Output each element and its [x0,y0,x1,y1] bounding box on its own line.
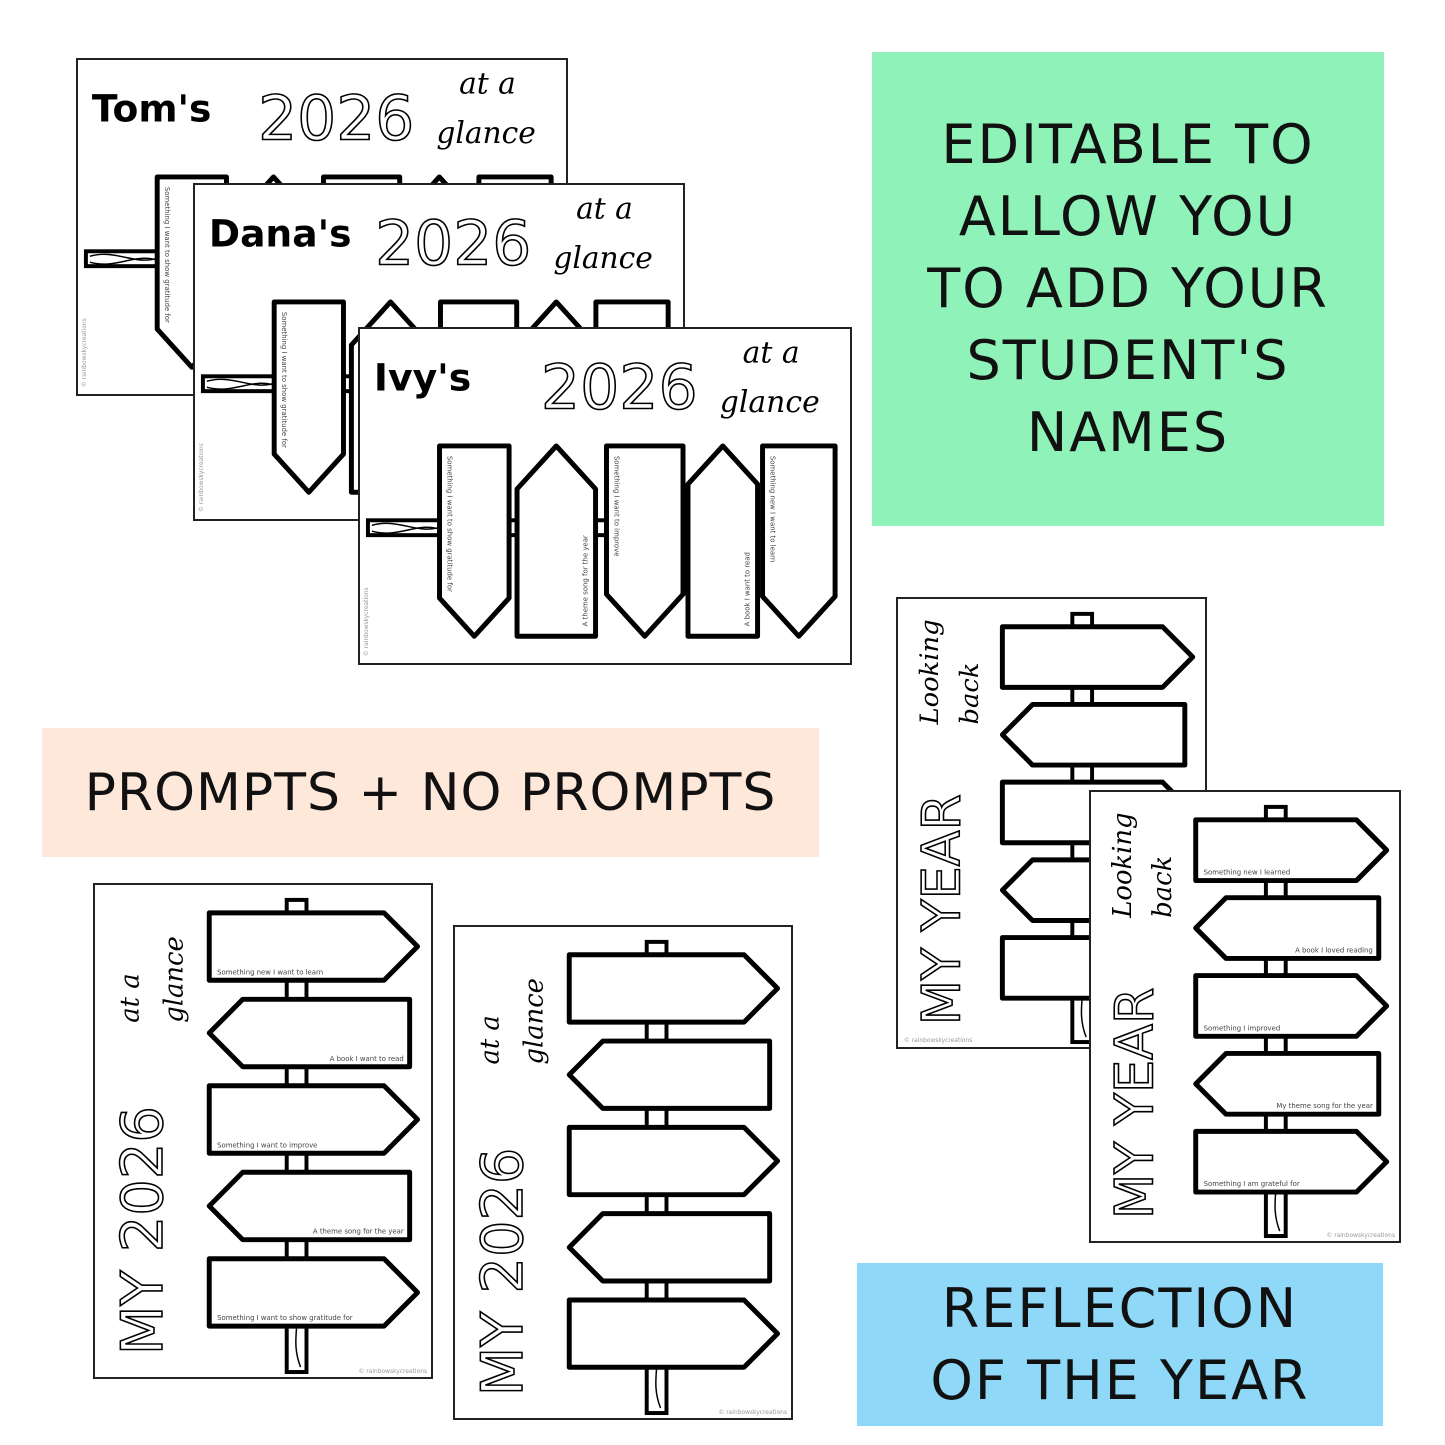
editable-line: TO ADD YOUR [927,257,1329,320]
year-title: 2026 [375,208,531,279]
sign-right [1193,817,1390,884]
sign-down [604,443,686,639]
copyright: © rainbowskycreations [904,1037,972,1044]
looking-back-prompts-worksheet: Something new I learned A book I loved re… [1089,790,1401,1243]
sign-right [566,1297,781,1370]
vertical-title: MY 2026 [109,1106,176,1355]
tagline: glance [553,241,653,276]
sign-prompt: A theme song for the year [313,1228,404,1236]
sign-prompt: Something I am grateful for [1204,1180,1300,1188]
my-year-prompts-worksheet: Something new I want to learn A book I wa… [93,883,433,1379]
reflection-banner: REFLECTION OF THE YEAR [857,1263,1383,1426]
sign-prompt: My theme song for the year [1276,1102,1373,1110]
sign-left [566,1038,773,1111]
tagline: at a [116,973,146,1022]
sheet-artwork: Something new I want to learn A book I wa… [109,897,427,1375]
vertical-title: MY YEAR [1105,987,1166,1219]
tagline: at a [459,67,516,102]
tagline: at a [476,1015,506,1064]
vertical-title: MY YEAR [911,794,972,1025]
sign-prompt: Something new I want to learn [217,968,323,976]
sign-prompt: A book I want to read [330,1055,404,1063]
sheet-artwork: Something new I learned A book I loved re… [1104,804,1395,1239]
reflection-line: REFLECTION [941,1276,1299,1340]
sign-prompt: Something I want to improve [217,1141,317,1149]
sign-left [206,996,413,1070]
sign-prompt: Something I want to improve [612,456,620,557]
my-year-blank-worksheet: MY 2026 at a glance © rainbowskycreations [453,925,793,1420]
sign-up [514,443,599,639]
sign-right [1193,1128,1390,1195]
sign-prompt: Something I want to show gratitude for [445,456,453,592]
copyright: © rainbowskycreations [1326,1232,1395,1239]
year-title: 2026 [258,83,414,154]
copyright: © rainbowskycreations [718,1409,787,1416]
reflection-line: OF THE YEAR [930,1348,1310,1412]
sheet-artwork: MY 2026 at a glance © rainbowskycreations [470,939,787,1416]
editable-line: ALLOW YOU [958,185,1298,248]
copyright: © rainbowskycreations [363,587,370,656]
sign-prompt: Something I want to show gratitude for [163,187,171,323]
sign-right [566,1124,781,1198]
editable-banner: EDITABLE TO ALLOW YOU TO ADD YOUR STUDEN… [872,52,1384,526]
copyright: © rainbowskycreations [358,1368,427,1375]
sign-left [566,1211,773,1284]
student-name: Tom's [92,86,212,130]
sign-right [206,910,421,983]
sign-right [999,624,1196,690]
sign-prompt: Something I improved [1204,1024,1281,1032]
copyright: © rainbowskycreations [198,443,205,512]
tagline: Looking [915,619,945,725]
sign-down [437,443,512,639]
sign-down [760,443,838,639]
sign-prompt: A book I want to read [744,552,752,626]
tagline: glance [519,978,549,1064]
student-name: Dana's [209,211,352,255]
year-title: 2026 [541,351,698,423]
sign-down [271,299,346,495]
tagline: glance [436,116,536,151]
sign-right [566,952,781,1025]
sign-prompt: A theme song for the year [582,535,590,626]
sign-left [1193,895,1382,961]
sign-left [206,1169,413,1243]
tagline: Looking [1108,812,1138,918]
sign-prompt: Something new I want to learn [768,456,776,562]
sign-left [999,701,1188,768]
student-name: Ivy's [374,355,471,399]
editable-line: STUDENT'S [966,329,1290,392]
editable-line: NAMES [1026,401,1230,464]
sign-prompt: Something new I learned [1204,869,1291,877]
sign-prompt: Something I want to show gratitude for [217,1314,353,1322]
prompts-banner: PROMPTS + NO PROMPTS [42,728,819,857]
tagline: back [1148,856,1178,918]
sign-right [206,1083,421,1156]
vertical-title: MY 2026 [470,1148,536,1397]
copyright: © rainbowskycreations [81,318,88,387]
sign-prompt: A book I loved reading [1295,946,1373,954]
editable-line: EDITABLE TO [941,113,1315,176]
tagline: glance [720,385,820,420]
prompts-banner-text: PROMPTS + NO PROMPTS [84,762,777,823]
sign-left [1193,1050,1382,1117]
tagline: at a [576,192,633,227]
tagline: at a [743,336,800,371]
sign-right [1193,973,1390,1039]
sign-prompt: Something I want to show gratitude for [280,312,288,448]
tagline: back [955,663,985,725]
sign-right [206,1256,421,1329]
tagline: glance [159,936,189,1023]
sign-up [685,443,761,639]
